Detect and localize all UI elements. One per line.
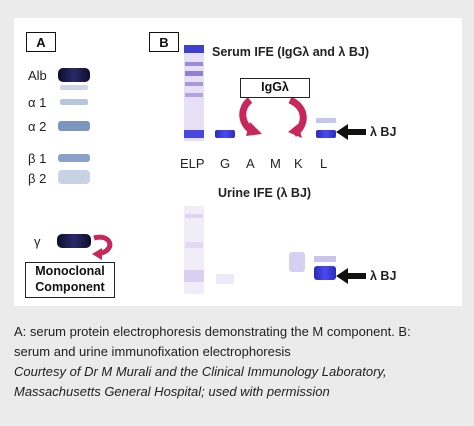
band-label-b1: β 1	[28, 151, 47, 166]
lambda-bj-bottom: λ BJ	[370, 269, 397, 283]
mono-line-2: Component	[35, 280, 105, 294]
serum-band-l	[316, 130, 336, 138]
urine-band-l	[314, 266, 336, 280]
band-label-gamma: γ	[34, 234, 41, 249]
caption-line-2: serum and urine immunofixation electroph…	[14, 344, 291, 359]
band-label-b2: β 2	[28, 171, 47, 186]
band-label-a2: α 2	[28, 119, 47, 134]
mono-line-1: Monoclonal	[35, 264, 105, 278]
panel-b-label: B	[149, 32, 179, 52]
urine-band-k	[289, 252, 305, 272]
igg-label: IgGλ	[240, 78, 310, 98]
band-label-a1: α 1	[28, 95, 47, 110]
lane-elp: ELP	[180, 156, 205, 171]
lane-k: K	[294, 156, 303, 171]
lambda-arrow-bottom-icon	[336, 268, 366, 284]
figure-caption: A: serum protein electrophoresis demonst…	[14, 322, 464, 402]
monoclonal-component-label: Monoclonal Component	[25, 262, 115, 298]
panel-a-label: A	[26, 32, 56, 52]
band-b2	[58, 170, 90, 184]
caption-line-3: Courtesy of Dr M Murali and the Clinical…	[14, 364, 387, 379]
serum-title: Serum IFE (IgGλ and λ BJ)	[212, 45, 369, 59]
lambda-bj-top: λ BJ	[370, 125, 397, 139]
urine-title: Urine IFE (λ BJ)	[218, 186, 312, 200]
band-a2	[58, 121, 90, 131]
figure-graphics	[57, 45, 366, 294]
lambda-arrow-top-icon	[336, 124, 366, 140]
band-alb	[58, 68, 90, 82]
lane-m: M	[270, 156, 281, 171]
lane-g: G	[220, 156, 231, 171]
gamma-arrow-icon	[93, 234, 113, 257]
band-gamma	[57, 234, 91, 248]
figure: A Alb α 1 α 2 β 1 β 2 γ Monoclonal Compo…	[14, 18, 462, 306]
caption-line-4: Massachusetts General Hospital; used wit…	[14, 384, 330, 399]
serum-band-l-top	[316, 118, 336, 123]
band-faint-1	[60, 85, 88, 90]
band-a1	[60, 99, 88, 105]
gamma-arrow-head-icon	[92, 248, 102, 260]
lane-l: L	[320, 156, 328, 171]
serum-band-g	[215, 130, 235, 138]
band-label-alb: Alb	[28, 68, 47, 83]
caption-line-1: A: serum protein electrophoresis demonst…	[14, 324, 411, 339]
lane-a: A	[246, 156, 255, 171]
band-b1	[58, 154, 90, 162]
